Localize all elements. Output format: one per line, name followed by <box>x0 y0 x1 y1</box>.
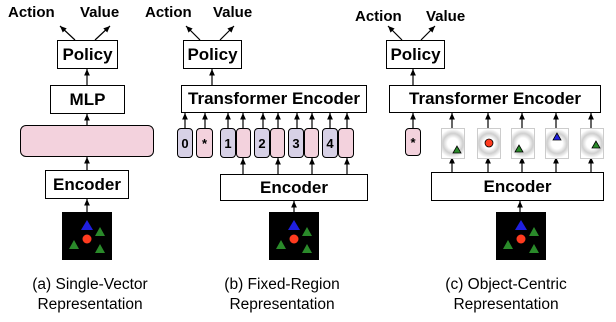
red-circle-icon <box>289 234 299 244</box>
action-label: Action <box>8 4 55 21</box>
object-crop-red <box>477 128 501 159</box>
green-triangle-icon <box>452 145 462 154</box>
token-index-4: 4 <box>322 128 338 158</box>
token-star: * <box>405 128 421 156</box>
green-triangle-icon <box>302 244 312 253</box>
token-region-3 <box>304 128 319 158</box>
mlp-box: MLP <box>50 85 125 114</box>
token-region-4 <box>338 128 354 158</box>
green-triangle-icon <box>514 144 524 153</box>
green-triangle-icon <box>503 240 513 249</box>
encoder-box: Encoder <box>45 170 129 199</box>
token-region-2 <box>270 128 285 158</box>
policy-box: Policy <box>183 40 242 69</box>
value-label: Value <box>213 4 253 21</box>
action-label: Action <box>355 8 402 25</box>
scene-image <box>62 212 112 260</box>
transformer-encoder-box: Transformer Encoder <box>389 85 601 113</box>
green-triangle-icon <box>302 227 312 236</box>
object-crop-green-1 <box>441 128 465 159</box>
value-label: Value <box>426 8 466 25</box>
blue-triangle-icon <box>288 220 300 230</box>
red-circle-icon <box>484 138 494 148</box>
green-triangle-icon <box>69 240 79 249</box>
policy-box: Policy <box>57 40 118 69</box>
scene-image <box>269 212 319 260</box>
blue-triangle-icon <box>81 220 93 230</box>
token-index-2: 2 <box>254 128 270 158</box>
action-label: Action <box>145 4 192 21</box>
green-triangle-icon <box>591 140 601 149</box>
red-circle-icon <box>516 234 526 244</box>
token-star: * <box>196 128 213 158</box>
blue-triangle-icon <box>552 132 562 141</box>
green-triangle-icon <box>529 244 539 253</box>
object-crop-green-3 <box>580 128 604 159</box>
red-circle-icon <box>82 234 92 244</box>
object-crop-blue <box>545 128 569 159</box>
single-vector-token <box>20 125 154 157</box>
blue-triangle-icon <box>515 220 527 230</box>
caption-a: (a) Single-Vector Representation <box>32 276 148 313</box>
caption-b: (b) Fixed-Region Representation <box>224 276 340 313</box>
object-crop-green-2 <box>511 128 535 159</box>
transformer-encoder-box: Transformer Encoder <box>181 85 367 113</box>
token-index-3: 3 <box>288 128 304 158</box>
caption-c: (c) Object-Centric Representation <box>445 276 567 313</box>
encoder-box: Encoder <box>220 174 368 201</box>
value-label: Value <box>80 4 120 21</box>
token-index-0: 0 <box>177 128 193 158</box>
green-triangle-icon <box>529 227 539 236</box>
token-index-1: 1 <box>220 128 236 158</box>
scene-image <box>496 212 546 260</box>
green-triangle-icon <box>276 240 286 249</box>
green-triangle-icon <box>95 244 105 253</box>
green-triangle-icon <box>95 227 105 236</box>
policy-box: Policy <box>386 40 445 69</box>
token-region-1 <box>236 128 251 158</box>
encoder-box: Encoder <box>431 172 604 201</box>
